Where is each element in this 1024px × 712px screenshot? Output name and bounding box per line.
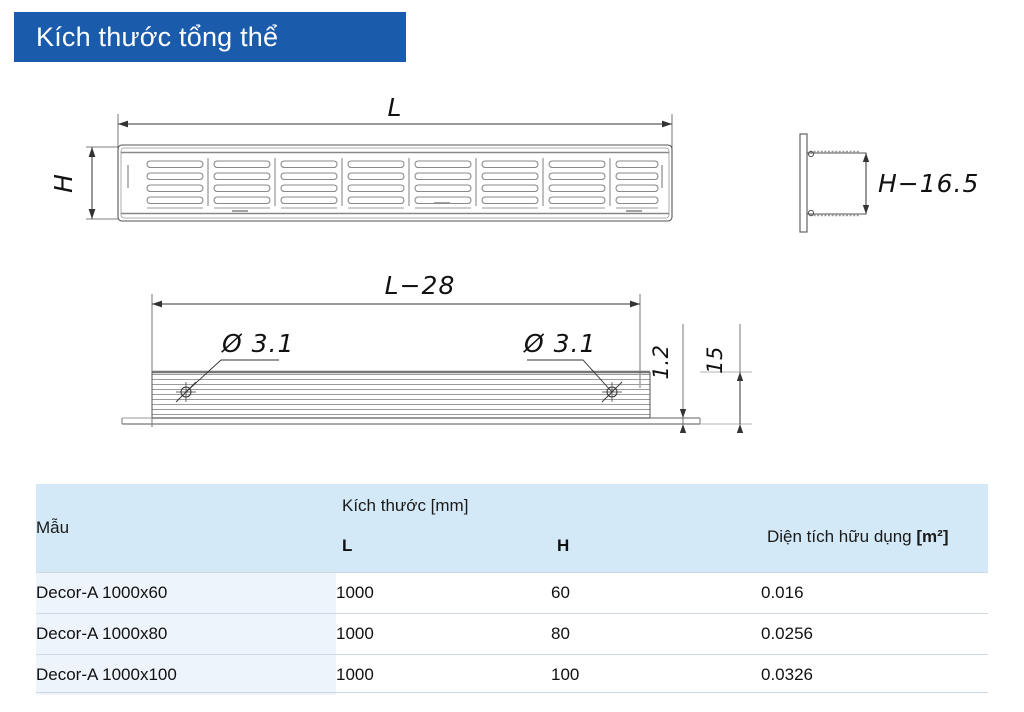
grille-inner-frame <box>120 147 670 219</box>
label-diameter-left: Ø 3.1 <box>221 329 294 358</box>
slot-group <box>548 158 611 209</box>
technical-drawing: L H <box>0 72 1024 472</box>
cell-height: 100 <box>551 653 761 695</box>
slot-group <box>481 158 544 209</box>
dimension-label-1-2: 1.2 <box>649 345 673 380</box>
cell-height: 80 <box>551 612 761 654</box>
side-view-body <box>807 152 867 215</box>
dimension-label-H: H <box>49 173 78 193</box>
cell-area: 0.016 <box>761 571 988 613</box>
dimension-label-L: L <box>388 93 403 122</box>
dimension-15: 15 <box>700 324 752 433</box>
section-view: L−28 <box>121 271 752 433</box>
header-label-model: Mẫu <box>36 517 70 537</box>
cell-length: 1000 <box>336 653 551 695</box>
table-bottom-border <box>36 692 988 693</box>
side-view-flange <box>799 133 808 233</box>
section-hatch-body <box>152 372 650 418</box>
cell-model: Decor-A 1000x100 <box>36 653 336 695</box>
cell-length: 1000 <box>336 612 551 654</box>
front-view: L H <box>49 93 673 222</box>
table-body: Decor-A 1000x60 1000 60 0.016 Decor-A 10… <box>36 571 988 695</box>
header-label-sub-h: H <box>557 536 570 555</box>
slot-group <box>146 158 209 209</box>
dimension-L: L <box>117 93 673 162</box>
slot-group <box>615 160 659 212</box>
dimension-H: H <box>49 146 120 220</box>
header-cell-model: Mẫu <box>36 484 336 572</box>
header-label-area-unit: [m²] <box>916 526 949 546</box>
header-cell-area: Diện tích hữu dụng [m²] <box>761 484 988 572</box>
table-row: Decor-A 1000x100 1000 100 0.0326 <box>36 653 988 695</box>
cell-length: 1000 <box>336 571 551 613</box>
slot-group <box>280 158 343 209</box>
leader-diameter-right: Ø 3.1 <box>523 329 613 393</box>
drawing-canvas: L H <box>49 93 979 433</box>
cell-model: Decor-A 1000x80 <box>36 612 336 654</box>
dimension-label-L-minus-28: L−28 <box>385 271 456 300</box>
cell-area: 0.0256 <box>761 612 988 654</box>
cell-model: Decor-A 1000x60 <box>36 571 336 613</box>
dimension-label-15: 15 <box>703 346 727 374</box>
table-row: Decor-A 1000x60 1000 60 0.016 <box>36 571 988 613</box>
dimension-1-2: 1.2 <box>649 324 700 433</box>
label-diameter-right: Ø 3.1 <box>523 329 596 358</box>
dimension-label-H-minus-16-5: H−16.5 <box>878 169 979 198</box>
page-title: Kích thước tổng thể <box>36 21 279 52</box>
header-label-dimension-title: Kích thước [mm] <box>342 496 469 515</box>
slot-group <box>414 158 477 209</box>
dimension-L-minus-28: L−28 <box>151 271 641 427</box>
slot-group <box>213 158 276 212</box>
grille-outer-frame <box>117 144 673 222</box>
table-row: Decor-A 1000x80 1000 80 0.0256 <box>36 612 988 654</box>
header-label-area-prefix: Diện tích hữu dụng <box>767 526 917 546</box>
section-header-banner: Kích thước tổng thể <box>14 12 406 62</box>
leader-diameter-left: Ø 3.1 <box>185 329 294 393</box>
table-header-row: Mẫu Kích thước [mm] L H Diện tích hữu dụ… <box>36 484 988 572</box>
cell-height: 60 <box>551 571 761 613</box>
slot-group <box>347 158 410 209</box>
cell-area: 0.0326 <box>761 653 988 695</box>
specification-table: Mẫu Kích thước [mm] L H Diện tích hữu dụ… <box>36 484 988 695</box>
grille-slot-groups <box>146 158 659 212</box>
side-view: H−16.5 <box>799 133 979 233</box>
dimension-H-minus-16-5: H−16.5 <box>862 153 979 214</box>
header-cell-dimension-l: Kích thước [mm] L <box>336 484 551 572</box>
header-label-sub-l: L <box>342 536 353 555</box>
header-cell-dimension-h: H <box>551 484 761 572</box>
